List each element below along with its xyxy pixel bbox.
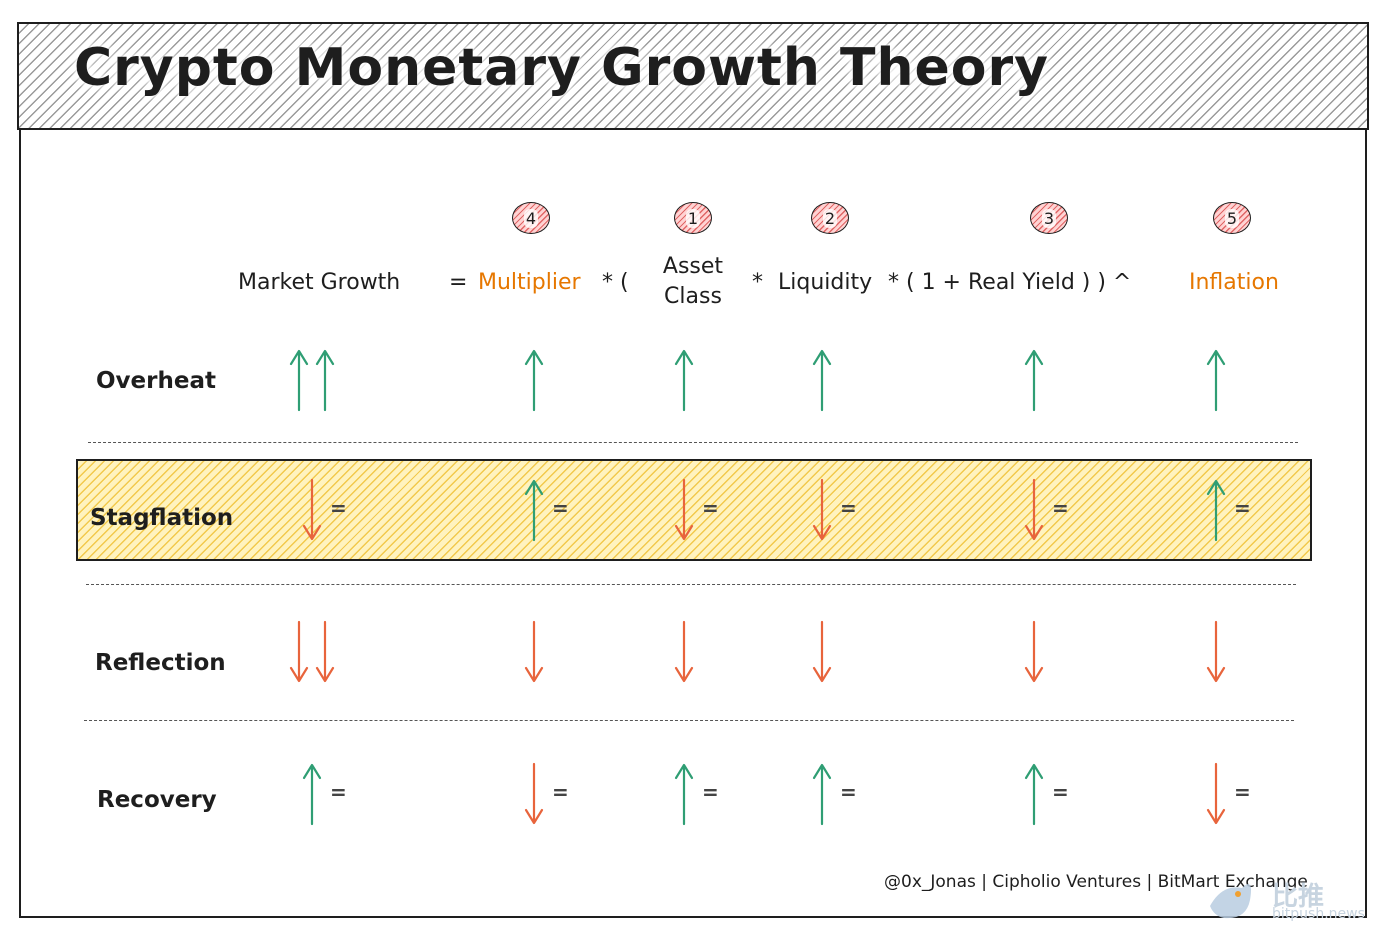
- reflection-market-growth-down-arrow-icon-a: [289, 620, 309, 683]
- stagflation-multiplier-unchanged-mark: =: [552, 496, 569, 520]
- stagflation-highlight-band: [76, 459, 1312, 561]
- overheat-multiplier-up-arrow-icon: [524, 349, 544, 412]
- reflection-market-growth-down-arrow-icon-b: [315, 620, 335, 683]
- recovery-real-yield-up-arrow-icon: [1024, 763, 1044, 826]
- reflection-real-yield-down-arrow-icon: [1024, 620, 1044, 683]
- recovery-liquidity-unchanged-mark: =: [840, 780, 857, 804]
- formula-inflation: Inflation: [1189, 270, 1279, 295]
- stagflation-asset-class-down-arrow-icon: [674, 478, 694, 541]
- separator-1: [88, 442, 1298, 443]
- badge-inflation: 5: [1213, 202, 1251, 234]
- formula-lhs: Market Growth: [238, 270, 401, 295]
- asset-class-line2: Class: [664, 284, 722, 309]
- stagflation-asset-class-unchanged-mark: =: [702, 496, 719, 520]
- recovery-multiplier-unchanged-mark: =: [552, 780, 569, 804]
- stagflation-real-yield-unchanged-mark: =: [1052, 496, 1069, 520]
- overheat-liquidity-up-arrow-icon: [812, 349, 832, 412]
- stagflation-liquidity-unchanged-mark: =: [840, 496, 857, 520]
- separator-2: [86, 584, 1296, 585]
- stagflation-liquidity-down-arrow-icon: [812, 478, 832, 541]
- watermark-text: 比推: [1272, 882, 1325, 912]
- recovery-asset-class-up-arrow-icon: [674, 763, 694, 826]
- row-label-stagflation: Stagflation: [90, 505, 234, 531]
- separator-3: [84, 720, 1294, 721]
- recovery-multiplier-down-arrow-icon: [524, 762, 544, 825]
- footer-credits: @0x_Jonas | Cipholio Ventures | BitMart …: [884, 872, 1308, 892]
- asset-class-line1: Asset: [662, 254, 724, 279]
- formula-multiplier: Multiplier: [478, 270, 581, 295]
- stagflation-market-growth-unchanged-mark: =: [330, 496, 347, 520]
- recovery-market-growth-unchanged-mark: =: [330, 780, 347, 804]
- stagflation-inflation-unchanged-mark: =: [1234, 496, 1251, 520]
- overheat-market-growth-up-arrow-icon-a: [289, 349, 309, 412]
- formula-op-open: * (: [602, 270, 629, 295]
- title-banner: [17, 22, 1369, 130]
- reflection-inflation-down-arrow-icon: [1206, 620, 1226, 683]
- row-label-overheat: Overheat: [96, 368, 216, 394]
- diagram-title: Crypto Monetary Growth Theory: [74, 38, 1050, 98]
- formula-real-yield: * ( 1 + Real Yield ) ) ^: [888, 270, 1132, 295]
- stagflation-market-growth-down-arrow-icon: [302, 478, 322, 541]
- recovery-real-yield-unchanged-mark: =: [1052, 780, 1069, 804]
- formula-equals: =: [449, 270, 468, 295]
- badge-real-yield: 3: [1030, 202, 1068, 234]
- row-label-recovery: Recovery: [97, 787, 217, 813]
- badge-liquidity: 2: [811, 202, 849, 234]
- stagflation-multiplier-up-arrow-icon: [524, 479, 544, 542]
- badge-asset-class: 1: [674, 202, 712, 234]
- recovery-inflation-unchanged-mark: =: [1234, 780, 1251, 804]
- stagflation-inflation-up-arrow-icon: [1206, 479, 1226, 542]
- stagflation-real-yield-down-arrow-icon: [1024, 478, 1044, 541]
- formula-liquidity: Liquidity: [778, 270, 873, 295]
- reflection-multiplier-down-arrow-icon: [524, 620, 544, 683]
- overheat-asset-class-up-arrow-icon: [674, 349, 694, 412]
- recovery-liquidity-up-arrow-icon: [812, 763, 832, 826]
- watermark-subtext: bitpush.news: [1272, 906, 1365, 922]
- formula-asset-class: Asset Class: [652, 252, 734, 312]
- recovery-market-growth-up-arrow-icon: [302, 763, 322, 826]
- reflection-liquidity-down-arrow-icon: [812, 620, 832, 683]
- overheat-inflation-up-arrow-icon: [1206, 349, 1226, 412]
- badge-multiplier: 4: [512, 202, 550, 234]
- reflection-asset-class-down-arrow-icon: [674, 620, 694, 683]
- bird-logo-icon: [1210, 884, 1251, 919]
- overheat-market-growth-up-arrow-icon-b: [315, 349, 335, 412]
- recovery-asset-class-unchanged-mark: =: [702, 780, 719, 804]
- formula-op-mult: *: [752, 270, 763, 295]
- recovery-inflation-down-arrow-icon: [1206, 762, 1226, 825]
- overheat-real-yield-up-arrow-icon: [1024, 349, 1044, 412]
- row-label-reflection: Reflection: [95, 650, 226, 676]
